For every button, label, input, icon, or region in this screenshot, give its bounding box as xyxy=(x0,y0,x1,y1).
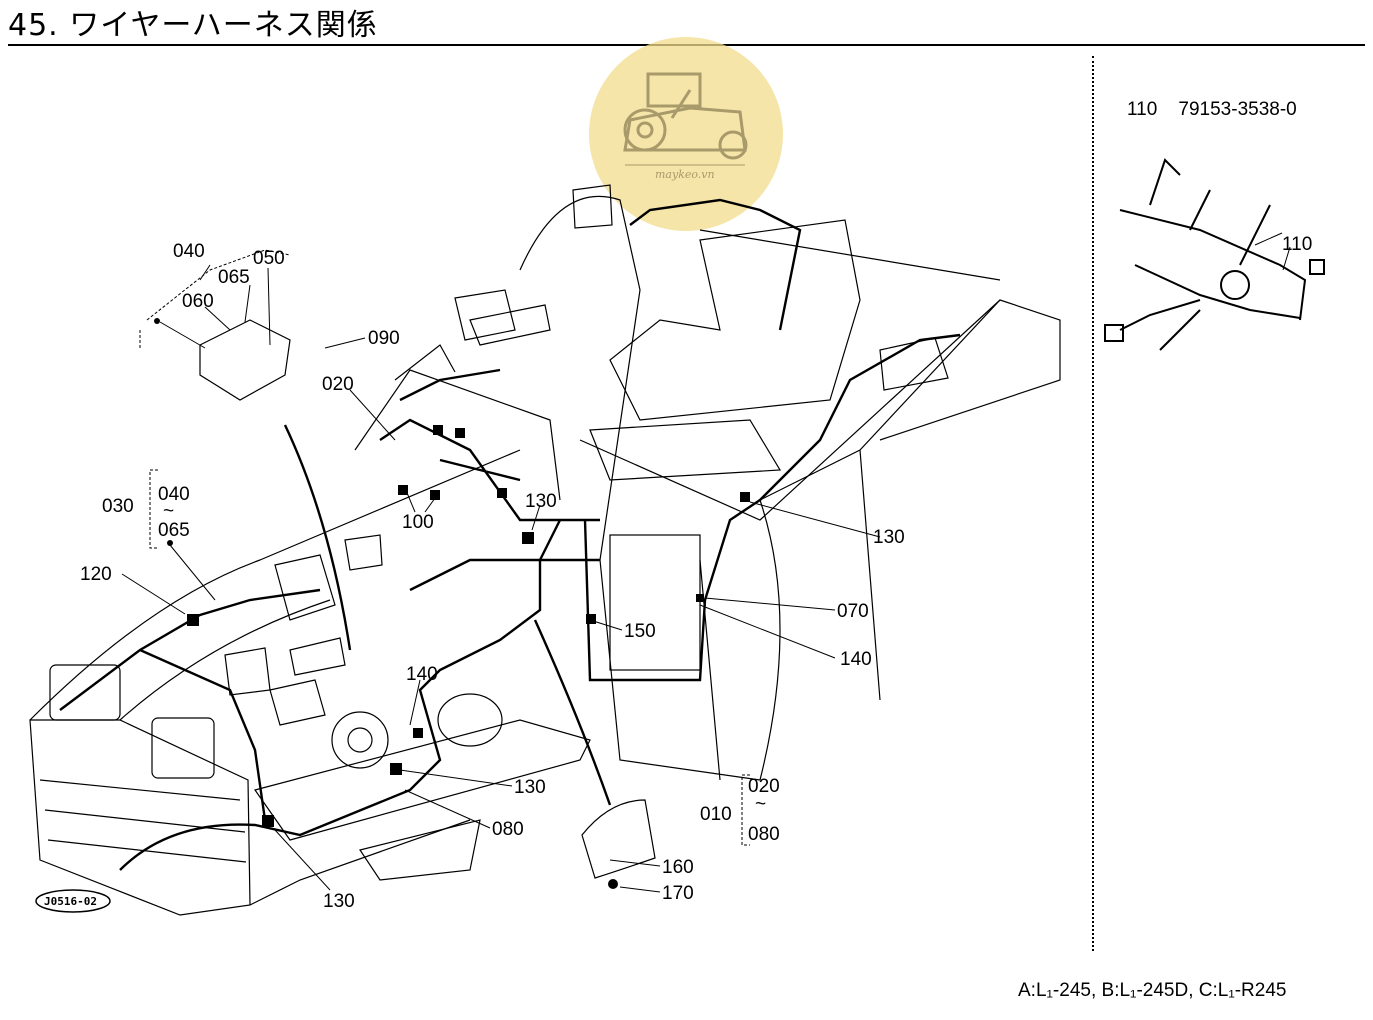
section-divider xyxy=(1092,56,1094,951)
callout-130-top: 130 xyxy=(525,491,557,512)
callout-030-tilde: ~ xyxy=(163,501,174,522)
callout-110-detail: 110 xyxy=(1282,234,1312,255)
reference-dots xyxy=(154,318,173,546)
callout-120: 120 xyxy=(80,564,112,585)
callout-130-mid: 130 xyxy=(514,777,546,798)
callout-130-bottom: 130 xyxy=(323,891,355,912)
callout-130-right: 130 xyxy=(873,527,905,548)
callout-010: 010 xyxy=(700,804,732,825)
callout-070: 070 xyxy=(837,601,869,622)
callout-030-040: 040 xyxy=(158,484,190,505)
callout-160: 160 xyxy=(662,857,694,878)
callout-080: 080 xyxy=(492,819,524,840)
callout-010-080: 080 xyxy=(748,824,780,845)
drawing-number-stamp: J0516-02 xyxy=(35,889,111,913)
callout-150: 150 xyxy=(624,621,656,642)
page-title: 45. ワイヤーハーネス関係 xyxy=(8,8,378,43)
connectors xyxy=(187,425,750,889)
tractor-body xyxy=(29,184,1061,916)
callout-090: 090 xyxy=(368,328,400,349)
group-brackets xyxy=(139,249,750,846)
part-110-title: 110 79153-3538-0 xyxy=(1127,99,1297,120)
callout-040: 040 xyxy=(173,241,205,262)
callout-060: 060 xyxy=(182,291,214,312)
wiring-harness xyxy=(59,198,961,871)
callout-030: 030 xyxy=(102,496,134,517)
callout-030-065: 065 xyxy=(158,520,190,541)
model-applicability: A:L₁-245, B:L₁-245D, C:L₁-R245 xyxy=(1018,980,1287,1001)
callout-010-tilde: ~ xyxy=(755,794,766,815)
harness-110-detail xyxy=(1104,158,1325,351)
callout-020: 020 xyxy=(322,374,354,395)
callout-140-right: 140 xyxy=(840,649,872,670)
callout-labels: 040 065 050 060 090 020 100 130 130 030 … xyxy=(80,234,1312,912)
stamp-code: J0516-02 xyxy=(44,895,97,908)
leader-lines xyxy=(121,232,1291,893)
callout-100: 100 xyxy=(402,512,434,533)
callout-065: 065 xyxy=(218,267,250,288)
callout-010-020: 020 xyxy=(748,776,780,797)
watermark-logo: maykeo.vn xyxy=(589,37,783,231)
callout-140-mid: 140 xyxy=(406,664,438,685)
callout-050: 050 xyxy=(253,248,285,269)
callout-170: 170 xyxy=(662,883,694,904)
watermark-text: maykeo.vn xyxy=(655,168,715,181)
